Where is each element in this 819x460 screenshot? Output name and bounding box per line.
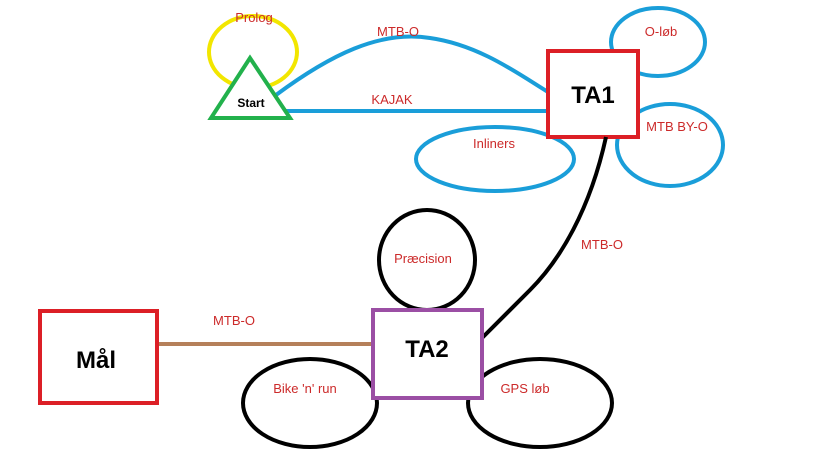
mtb-by-o-loop <box>615 102 725 188</box>
ta2-node <box>371 308 484 400</box>
start-ta1-curve-edge <box>274 34 550 97</box>
ta2-label: TA2 <box>405 336 449 363</box>
gps-lob-loop <box>466 357 614 449</box>
maal-node <box>38 309 159 405</box>
inliners-loop <box>414 125 576 193</box>
ta1-ta2-edge <box>480 136 608 340</box>
bike-n-run-loop <box>241 357 379 449</box>
ta1-node <box>546 49 640 139</box>
ta1-label: TA1 <box>571 82 615 109</box>
start-ta1-curve-label: MTB-O <box>377 24 419 39</box>
bike-n-run-label: Bike 'n' run <box>273 381 337 396</box>
ta1-ta2-label: MTB-O <box>581 237 623 252</box>
inliners-label: Inliners <box>473 136 515 151</box>
o-lob-label: O-løb <box>645 24 678 39</box>
maal-label: Mål <box>76 347 116 374</box>
o-lob-loop <box>609 6 707 78</box>
mtb-by-o-label: MTB BY-O <box>646 119 708 134</box>
prolog-label: Prolog <box>235 10 273 25</box>
ta2-maal-label: MTB-O <box>213 313 255 328</box>
praecision-label: Præcision <box>394 251 452 266</box>
start-ta1-straight-label: KAJAK <box>371 92 413 107</box>
start-node <box>207 54 294 120</box>
gps-lob-label: GPS løb <box>500 381 549 396</box>
start-label: Start <box>237 96 264 110</box>
